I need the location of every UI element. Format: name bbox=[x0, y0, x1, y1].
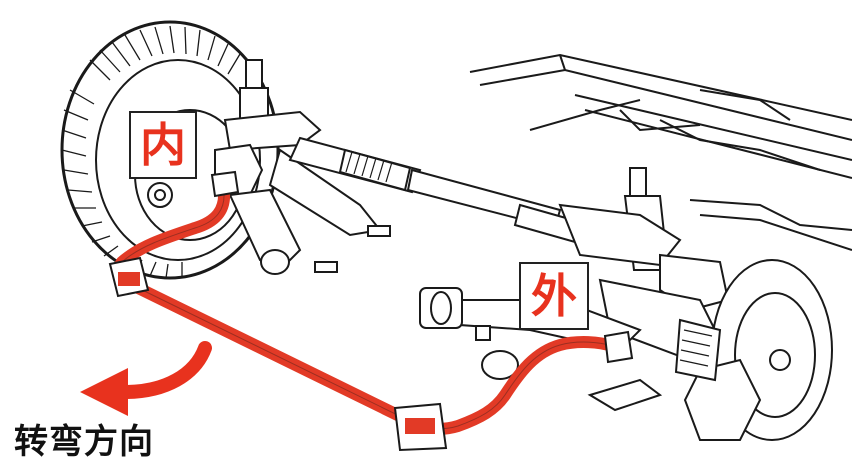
turn-direction-caption: 转弯方向 bbox=[14, 422, 154, 462]
steering-rack bbox=[288, 136, 582, 244]
inner-label: 内 bbox=[129, 111, 197, 179]
chassis-frame bbox=[469, 53, 852, 251]
curved-arrow-left-icon bbox=[80, 341, 212, 416]
left-strut bbox=[214, 59, 391, 275]
bar-clamps bbox=[108, 170, 634, 452]
right-strut bbox=[558, 167, 833, 441]
outer-label: 外 bbox=[519, 262, 589, 330]
